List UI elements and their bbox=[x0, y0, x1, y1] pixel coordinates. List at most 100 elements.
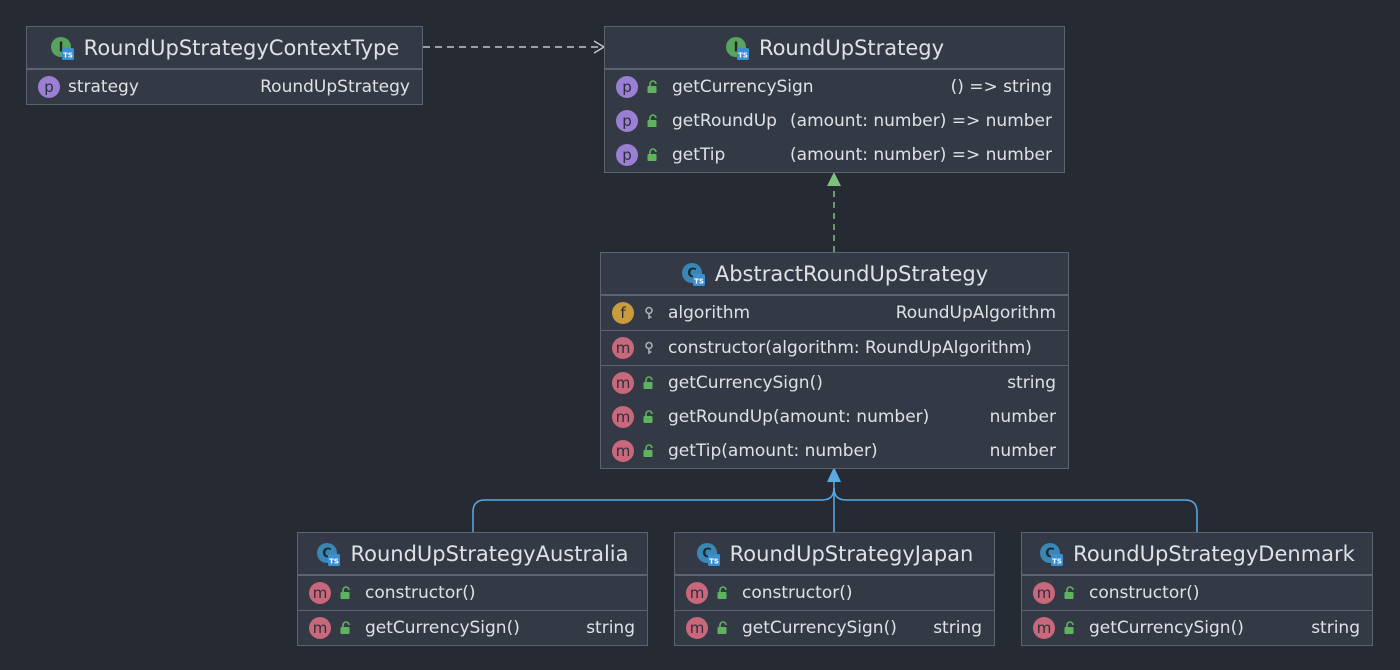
field-badge-icon: f bbox=[612, 302, 634, 324]
method-badge-icon: m bbox=[612, 372, 634, 394]
constructor-row[interactable]: m constructor() bbox=[1022, 576, 1372, 610]
context-fields: p strategy RoundUpStrategy bbox=[27, 69, 422, 104]
extends-denmark-line bbox=[833, 487, 1198, 532]
method-name: getCurrencySign() bbox=[742, 618, 897, 638]
abstract-method-row[interactable]: m getCurrencySign() string bbox=[601, 366, 1068, 400]
context-type-box[interactable]: RoundUpStrategyContextType p strategy Ro… bbox=[26, 26, 423, 105]
public-unlock-icon bbox=[716, 621, 730, 635]
method-type: number bbox=[989, 407, 1056, 427]
public-unlock-icon bbox=[642, 410, 656, 424]
abstract-fields: f algorithm RoundUpAlgorithm bbox=[601, 295, 1068, 330]
method-name: getCurrencySign() bbox=[365, 618, 520, 638]
japan-title: RoundUpStrategyJapan bbox=[729, 541, 974, 566]
public-unlock-icon bbox=[339, 621, 353, 635]
method-name: getTip(amount: number) bbox=[668, 441, 878, 461]
method-badge-icon: m bbox=[612, 440, 634, 462]
constructor-signature: constructor(algorithm: RoundUpAlgorithm) bbox=[668, 338, 1032, 358]
abstract-constructors: m constructor(algorithm: RoundUpAlgorith… bbox=[601, 330, 1068, 365]
method-badge-icon: m bbox=[1033, 617, 1055, 639]
method-badge-icon: m bbox=[309, 617, 331, 639]
australia-header: RoundUpStrategyAustralia bbox=[298, 533, 647, 575]
class-icon bbox=[696, 542, 720, 566]
class-icon bbox=[316, 542, 340, 566]
method-type: number bbox=[989, 441, 1056, 461]
denmark-strategy-box[interactable]: RoundUpStrategyDenmark m constructor() m… bbox=[1021, 532, 1373, 646]
method-row[interactable]: m getCurrencySign() string bbox=[1022, 611, 1372, 645]
field-name: algorithm bbox=[668, 303, 751, 323]
context-field-row[interactable]: p strategy RoundUpStrategy bbox=[27, 70, 422, 104]
strategy-member-row[interactable]: p getCurrencySign () => string bbox=[605, 70, 1064, 104]
constructor-signature: constructor() bbox=[365, 583, 476, 603]
strategy-members: p getCurrencySign () => string p getRoun… bbox=[605, 69, 1064, 172]
public-unlock-icon bbox=[646, 80, 660, 94]
denmark-title: RoundUpStrategyDenmark bbox=[1073, 541, 1355, 566]
member-type: (amount: number) => number bbox=[790, 145, 1052, 165]
public-unlock-icon bbox=[642, 444, 656, 458]
protected-key-icon bbox=[642, 341, 656, 355]
method-name: getRoundUp(amount: number) bbox=[668, 407, 930, 427]
member-name: getRoundUp bbox=[672, 111, 777, 131]
member-type: () => string bbox=[950, 77, 1052, 97]
public-unlock-icon bbox=[1063, 621, 1077, 635]
method-badge-icon: m bbox=[612, 406, 634, 428]
method-type: string bbox=[1311, 618, 1360, 638]
strategy-title: RoundUpStrategy bbox=[758, 35, 945, 60]
constructor-row[interactable]: m constructor() bbox=[675, 576, 994, 610]
member-type: (amount: number) => number bbox=[790, 111, 1052, 131]
field-type: RoundUpStrategy bbox=[260, 77, 410, 97]
method-name: getCurrencySign() bbox=[668, 373, 823, 393]
method-row[interactable]: m getCurrencySign() string bbox=[298, 611, 647, 645]
abstract-class-icon bbox=[681, 262, 705, 286]
australia-strategy-box[interactable]: RoundUpStrategyAustralia m constructor()… bbox=[297, 532, 648, 646]
method-badge-icon: m bbox=[1033, 582, 1055, 604]
field-name: strategy bbox=[68, 77, 139, 97]
strategy-interface-box[interactable]: RoundUpStrategy p getCurrencySign () => … bbox=[604, 26, 1065, 173]
interface-icon bbox=[50, 36, 74, 60]
method-row[interactable]: m getCurrencySign() string bbox=[675, 611, 994, 645]
japan-strategy-box[interactable]: RoundUpStrategyJapan m constructor() m g… bbox=[674, 532, 995, 646]
property-badge-icon: p bbox=[38, 76, 60, 98]
property-badge-icon: p bbox=[616, 110, 638, 132]
method-type: string bbox=[1007, 373, 1056, 393]
strategy-header: RoundUpStrategy bbox=[605, 27, 1064, 69]
context-type-title: RoundUpStrategyContextType bbox=[83, 35, 400, 60]
member-name: getTip bbox=[672, 145, 726, 165]
extends-australia-line bbox=[472, 487, 835, 532]
constructor-row[interactable]: m constructor() bbox=[298, 576, 647, 610]
public-unlock-icon bbox=[339, 586, 353, 600]
method-badge-icon: m bbox=[686, 617, 708, 639]
member-name: getCurrencySign bbox=[672, 77, 814, 97]
abstract-constructor-row[interactable]: m constructor(algorithm: RoundUpAlgorith… bbox=[601, 331, 1068, 365]
public-unlock-icon bbox=[1063, 586, 1077, 600]
extends-arrow-head bbox=[827, 467, 841, 482]
constructor-signature: constructor() bbox=[742, 583, 853, 603]
abstract-title: AbstractRoundUpStrategy bbox=[714, 261, 989, 286]
property-badge-icon: p bbox=[616, 76, 638, 98]
abstract-method-row[interactable]: m getTip(amount: number) number bbox=[601, 434, 1068, 468]
denmark-constructors: m constructor() bbox=[1022, 575, 1372, 610]
abstract-header: AbstractRoundUpStrategy bbox=[601, 253, 1068, 295]
implements-arrow-head bbox=[827, 172, 841, 186]
japan-methods: m getCurrencySign() string bbox=[675, 610, 994, 645]
method-badge-icon: m bbox=[612, 337, 634, 359]
method-badge-icon: m bbox=[309, 582, 331, 604]
japan-constructors: m constructor() bbox=[675, 575, 994, 610]
public-unlock-icon bbox=[646, 148, 660, 162]
australia-methods: m getCurrencySign() string bbox=[298, 610, 647, 645]
public-unlock-icon bbox=[716, 586, 730, 600]
abstract-field-row[interactable]: f algorithm RoundUpAlgorithm bbox=[601, 296, 1068, 330]
abstract-strategy-box[interactable]: AbstractRoundUpStrategy f algorithm Roun… bbox=[600, 252, 1069, 469]
method-name: getCurrencySign() bbox=[1089, 618, 1244, 638]
field-type: RoundUpAlgorithm bbox=[895, 303, 1056, 323]
class-icon bbox=[1039, 542, 1063, 566]
property-badge-icon: p bbox=[616, 144, 638, 166]
denmark-methods: m getCurrencySign() string bbox=[1022, 610, 1372, 645]
strategy-member-row[interactable]: p getRoundUp (amount: number) => number bbox=[605, 104, 1064, 138]
interface-icon bbox=[725, 36, 749, 60]
context-type-header: RoundUpStrategyContextType bbox=[27, 27, 422, 69]
method-badge-icon: m bbox=[686, 582, 708, 604]
japan-header: RoundUpStrategyJapan bbox=[675, 533, 994, 575]
strategy-member-row[interactable]: p getTip (amount: number) => number bbox=[605, 138, 1064, 172]
abstract-method-row[interactable]: m getRoundUp(amount: number) number bbox=[601, 400, 1068, 434]
